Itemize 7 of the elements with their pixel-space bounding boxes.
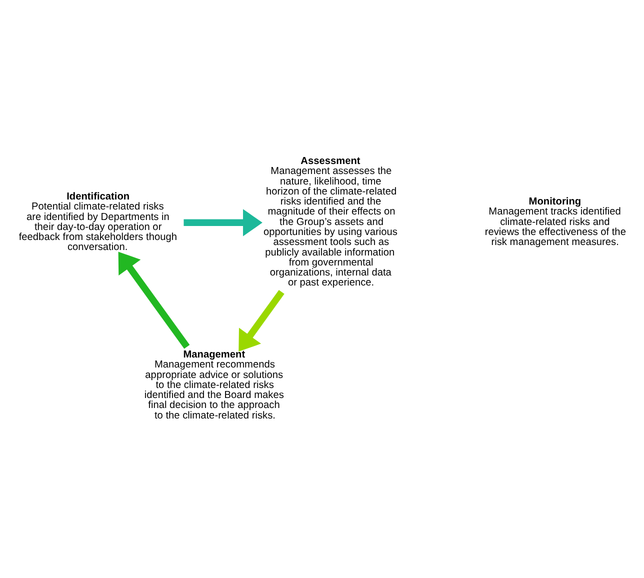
node-text: Identification Potential climate-related risks are identified by Departments in their day-to-day operation or feedback from stakeholders though conversation.	[18, 192, 178, 254]
arrow	[238, 290, 284, 352]
arrow	[184, 209, 262, 236]
node-text: Assessment Management assesses the nature, likelihood, time horizon of the climate-related risks identified and the magnitude of their effects on the Group’s assets and opportunities by using various assessment tools such as publicly available information from governmental organizations, internal data or past experience.	[263, 156, 398, 289]
node-text: Management Management recommends appropriate advice or solutions to the climate-related risks identified and the Board makes final decision to the approach to the climate-related risks.	[144, 350, 284, 422]
node-text: Monitoring Management tracks identified climate-related risks and reviews the effectiveness of the risk management measures.	[484, 196, 626, 248]
arrow	[118, 252, 190, 349]
